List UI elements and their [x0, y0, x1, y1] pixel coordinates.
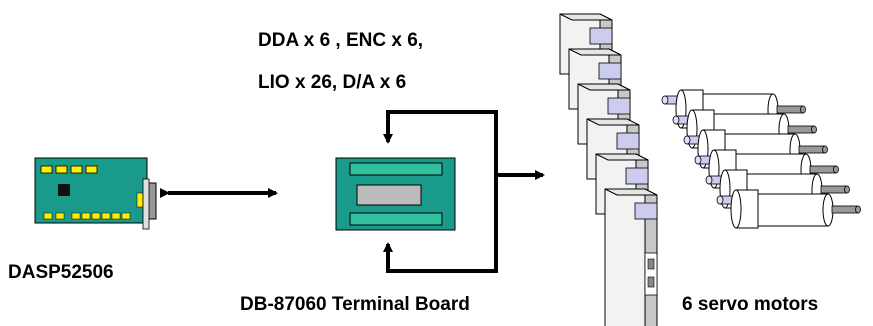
servo-motors-icon — [661, 89, 861, 229]
terminal-board-icon — [335, 157, 456, 231]
card-label: DASP52506 — [8, 262, 114, 283]
pci-card-icon — [34, 157, 157, 230]
servo-drives-icon — [559, 13, 658, 326]
terminal-board-label: DB-87060 Terminal Board — [240, 294, 470, 315]
lower-loop-arrow — [383, 175, 498, 273]
motors-label: 6 servo motors — [682, 294, 819, 315]
upper-loop-arrow — [383, 110, 498, 175]
spec-line-2: LIO x 26, D/A x 6 — [258, 72, 407, 93]
servo-drive — [604, 188, 658, 326]
spec-line-1: DDA x 6 , ENC x 6, — [258, 30, 424, 51]
servo-motor — [716, 189, 861, 229]
